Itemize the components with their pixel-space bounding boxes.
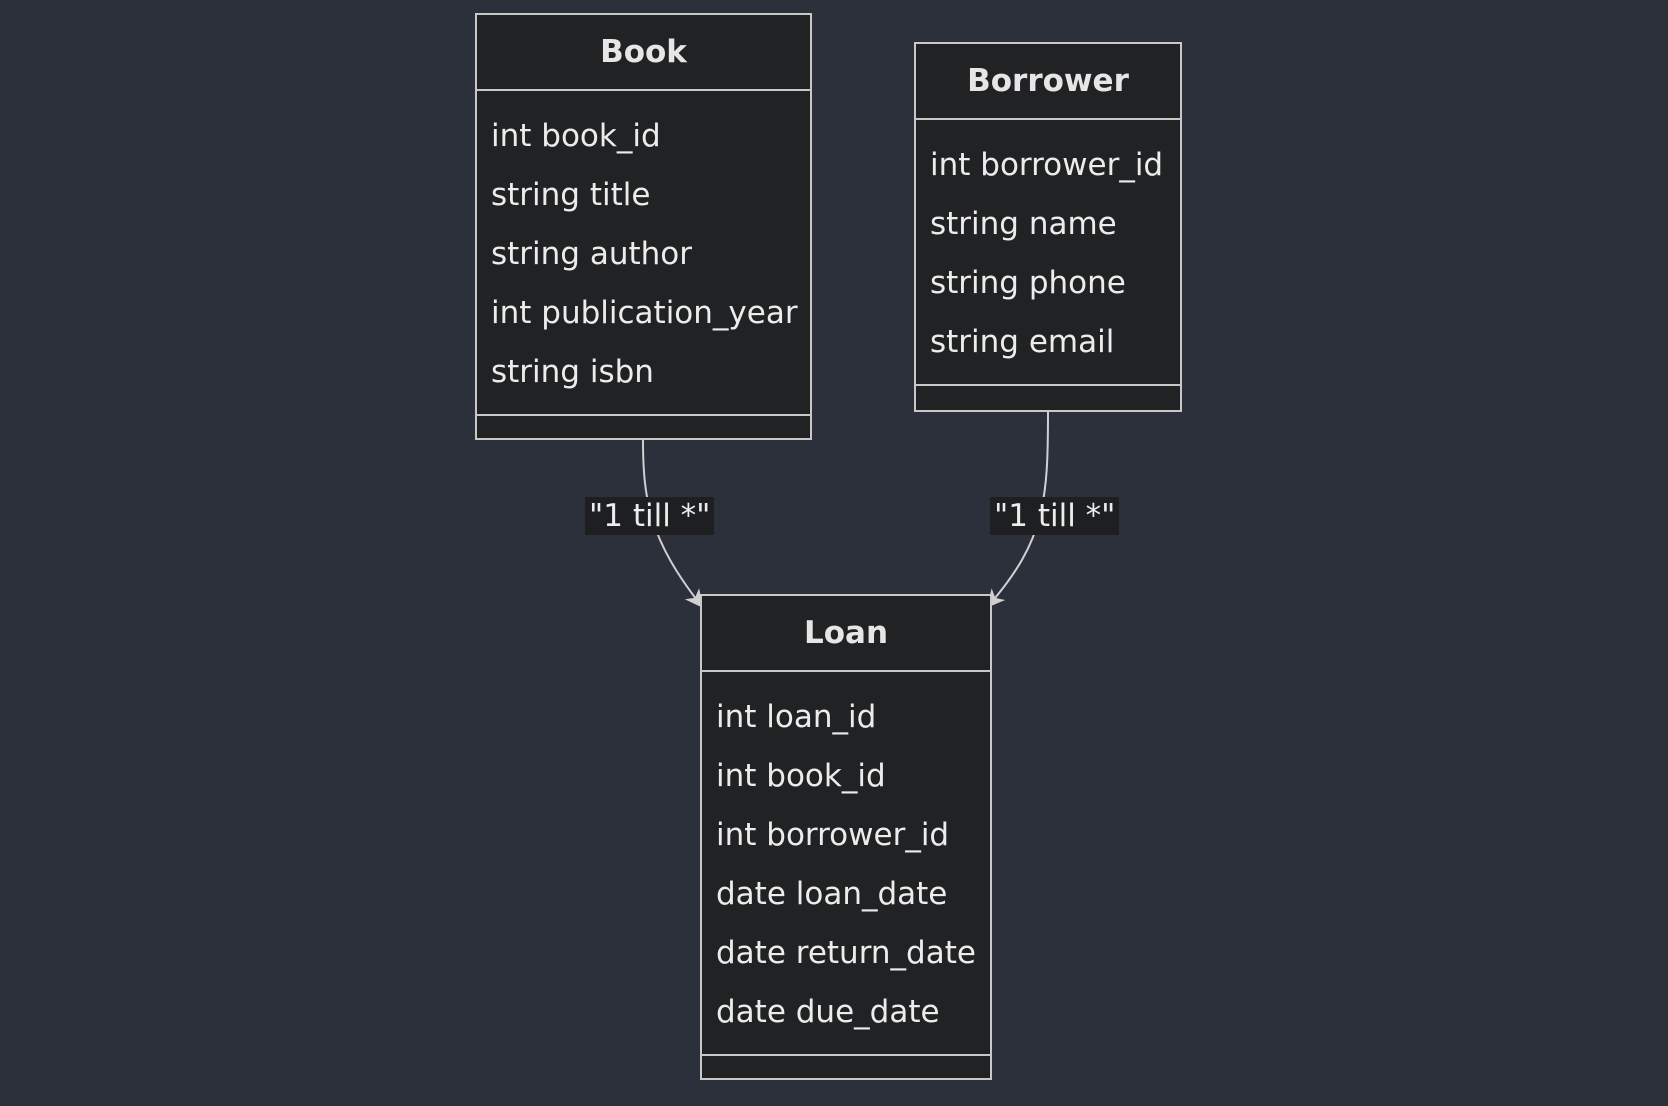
class-borrower-methods — [916, 386, 1180, 408]
attribute: string isbn — [491, 354, 654, 390]
class-book: Book int book_id string title string aut… — [475, 13, 812, 440]
edge-label-book-loan: "1 till *" — [585, 497, 715, 535]
attribute: int book_id — [491, 118, 661, 154]
attribute: date due_date — [716, 994, 940, 1030]
class-borrower-title: Borrower — [916, 44, 1180, 120]
class-loan-attributes: int loan_id int book_id int borrower_id … — [702, 672, 990, 1056]
attribute: string name — [930, 206, 1117, 242]
attribute: int borrower_id — [930, 147, 1164, 183]
class-borrower-attributes: int borrower_id string name string phone… — [916, 120, 1180, 386]
class-book-attributes: int book_id string title string author i… — [477, 91, 810, 416]
class-loan: Loan int loan_id int book_id int borrowe… — [700, 594, 992, 1080]
attribute: int borrower_id — [716, 817, 950, 853]
attribute: string title — [491, 177, 651, 213]
class-loan-methods — [702, 1056, 990, 1078]
attribute: date loan_date — [716, 876, 948, 912]
edge-label-borrower-loan: "1 till *" — [990, 497, 1120, 535]
attribute: string author — [491, 236, 693, 272]
attribute: int publication_year — [491, 295, 798, 331]
attribute: string phone — [930, 265, 1126, 301]
class-loan-title: Loan — [702, 596, 990, 672]
class-book-methods — [477, 416, 810, 438]
attribute: int loan_id — [716, 699, 877, 735]
attribute: string email — [930, 324, 1115, 360]
attribute: date return_date — [716, 935, 976, 971]
class-borrower: Borrower int borrower_id string name str… — [914, 42, 1182, 412]
attribute: int book_id — [716, 758, 886, 794]
class-book-title: Book — [477, 15, 810, 91]
